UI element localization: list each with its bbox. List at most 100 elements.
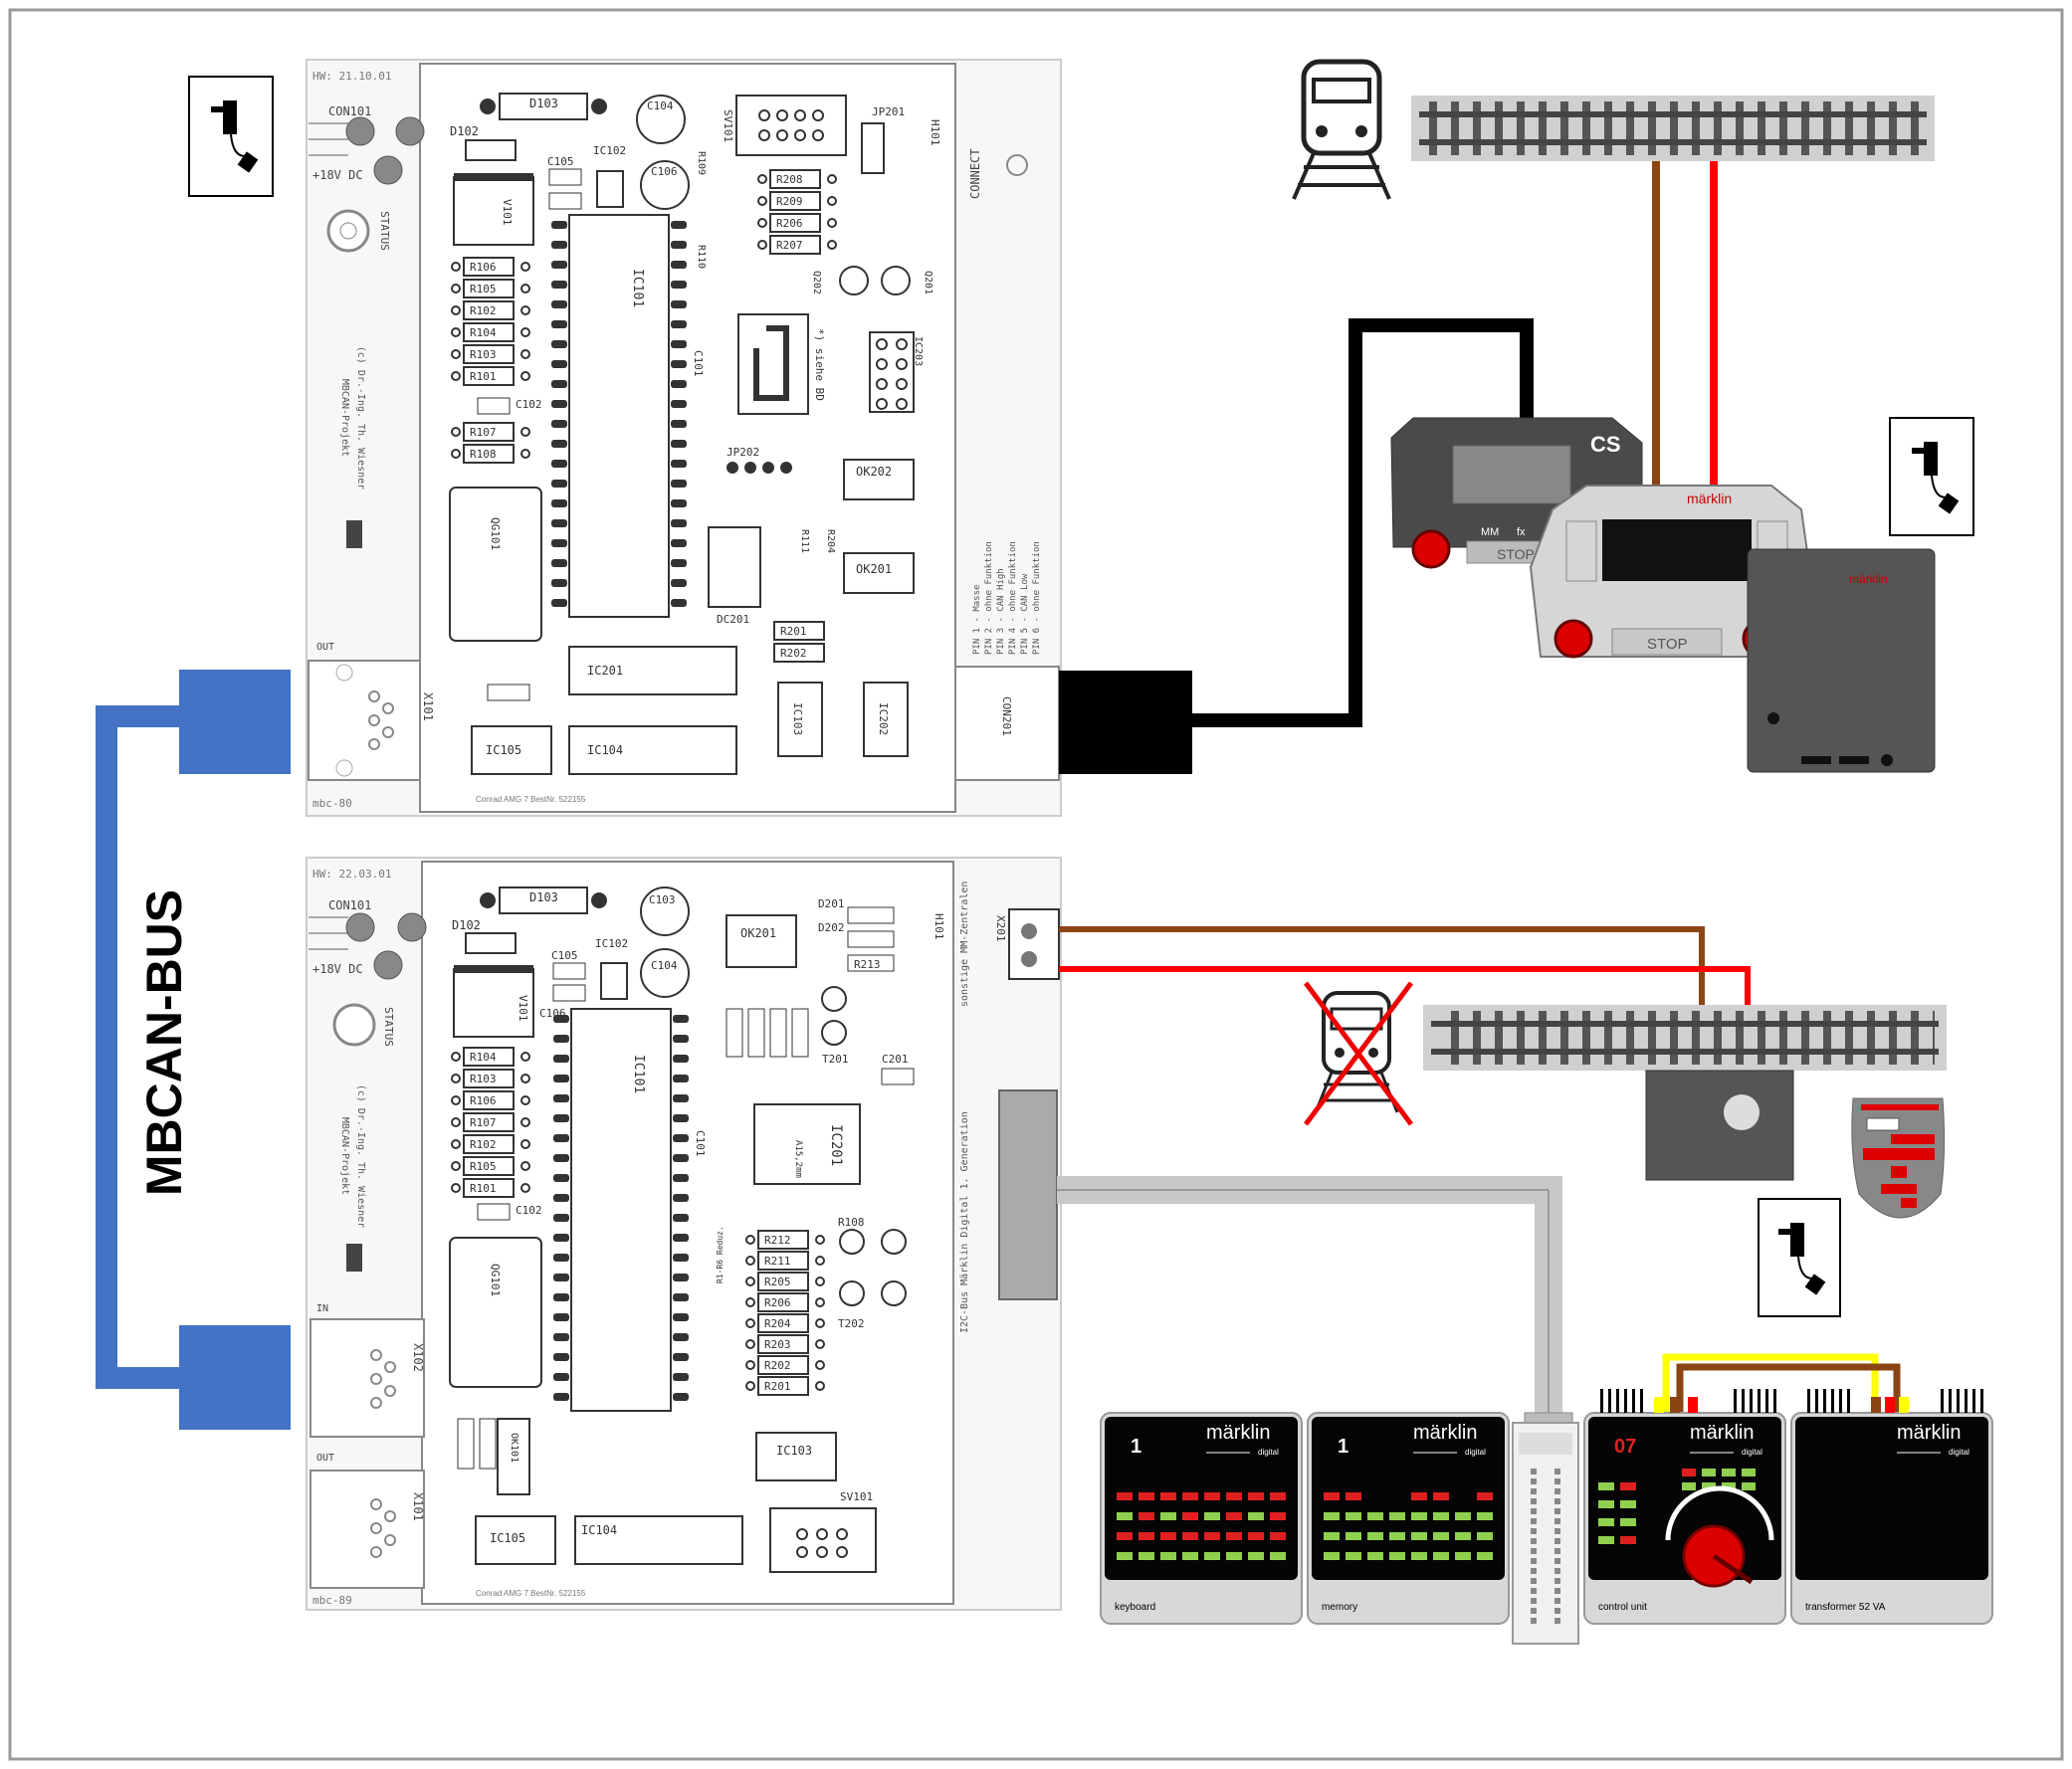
resistor-pad [815,1360,825,1370]
top-ic102: IC102 [593,144,626,157]
resistor [463,1156,515,1176]
bot-t202: R108 [838,1216,865,1229]
bot-d201: D201 [818,897,845,910]
resistor-pad [451,262,461,272]
resistor-label: R202 [780,647,807,660]
bot-c101: C101 [694,1130,707,1157]
resistor [757,1355,809,1375]
module-name: control unit [1598,1602,1647,1613]
led [1182,1532,1198,1540]
resistor-pad [745,1381,755,1391]
bot-c104: C104 [651,959,678,972]
resistor [463,344,515,364]
resistor-pad [451,1139,461,1149]
ic-pin [671,221,687,229]
led [1477,1512,1493,1520]
bot-c105: C105 [551,949,578,962]
cs-fx: fx [1517,526,1526,538]
led [1139,1532,1154,1540]
led [1270,1532,1286,1540]
led [1367,1532,1383,1540]
resistor-label: R204 [764,1317,791,1330]
resistor-pad [451,327,461,337]
resistor-pad [520,1161,530,1171]
resistor-label: R202 [764,1359,791,1372]
adapter-pin [1554,1548,1560,1554]
top-ic202: IC202 [877,702,890,735]
ic-pin [673,1333,689,1341]
adapter-pin [1554,1558,1560,1564]
led [1455,1512,1471,1520]
power-supply-box: märklin [1747,548,1936,773]
led [1139,1492,1154,1500]
resistor-pad [451,427,461,437]
wire-yellow-modules [1662,1353,1879,1413]
bot-reduz: R1-R6 Reduz. [716,1226,725,1283]
bus-plug-bottom [179,1325,291,1430]
ic-pin [551,499,567,507]
resistor-pad [827,240,837,250]
adapter-pin [1531,1518,1537,1524]
resistor-label: R103 [470,1073,497,1085]
ic-pin [673,1274,689,1281]
top-v101: V101 [501,199,514,226]
top-jp201: JP201 [872,105,905,118]
resistor-pad [520,427,530,437]
pin-description: PIN 6 - ohne Funktion [1032,541,1042,655]
led [1204,1512,1220,1520]
led [1742,1482,1756,1490]
top-shop: Conrad AMG 7 BestNr. 522155 [476,795,586,804]
resistor-label: R211 [764,1255,791,1268]
top-status-led [326,209,370,253]
ic-pin [553,1015,569,1023]
resistor-label: R102 [470,1138,497,1151]
ic-pin [551,400,567,408]
ic-pin [553,1293,569,1301]
top-con201: CON201 [1000,696,1013,736]
ic-pin [671,519,687,527]
ic-pin [673,1194,689,1202]
adapter-pin [1531,1588,1537,1594]
bot-x201-terminal [1008,908,1060,980]
resistor-pad [815,1318,825,1328]
led [1411,1512,1427,1520]
top-dc: +18V DC [312,168,363,182]
resistor-pad [451,305,461,315]
ic-pin [551,539,567,547]
led [1389,1552,1405,1560]
resistor-label: R201 [764,1380,791,1393]
ic-pin [553,1194,569,1202]
resistor-pad [451,1095,461,1105]
resistor-pad [451,449,461,459]
resistor [463,1112,515,1132]
ic-pin [671,320,687,328]
led [1433,1492,1449,1500]
led [1248,1532,1264,1540]
resistor-pad [815,1256,825,1266]
bot-mbc: mbc-89 [312,1594,352,1607]
resistor-pad [520,349,530,359]
ic-pin [673,1154,689,1162]
led [1160,1492,1176,1500]
resistor-pad [815,1297,825,1307]
top-sv101: SV101 [722,109,734,142]
led [1324,1532,1340,1540]
ic-pin [553,1075,569,1082]
bot-author: (c) Dr.-Ing. Th. Wiesner [355,1084,366,1229]
adapter-pin [1554,1608,1560,1614]
train-crossed-icon [1303,981,1414,1126]
resistor-pad [520,371,530,381]
bot-x101-jack [310,1470,425,1589]
bot-qg101: QG101 [489,1264,502,1296]
resistor [773,621,825,641]
bot-project: MBCAN-Projekt [339,1117,350,1195]
adapter-pin [1554,1528,1560,1534]
led [1226,1552,1242,1560]
led [1433,1512,1449,1520]
resistor-label: R107 [470,426,497,439]
wire-brown-modules [1676,1363,1901,1413]
